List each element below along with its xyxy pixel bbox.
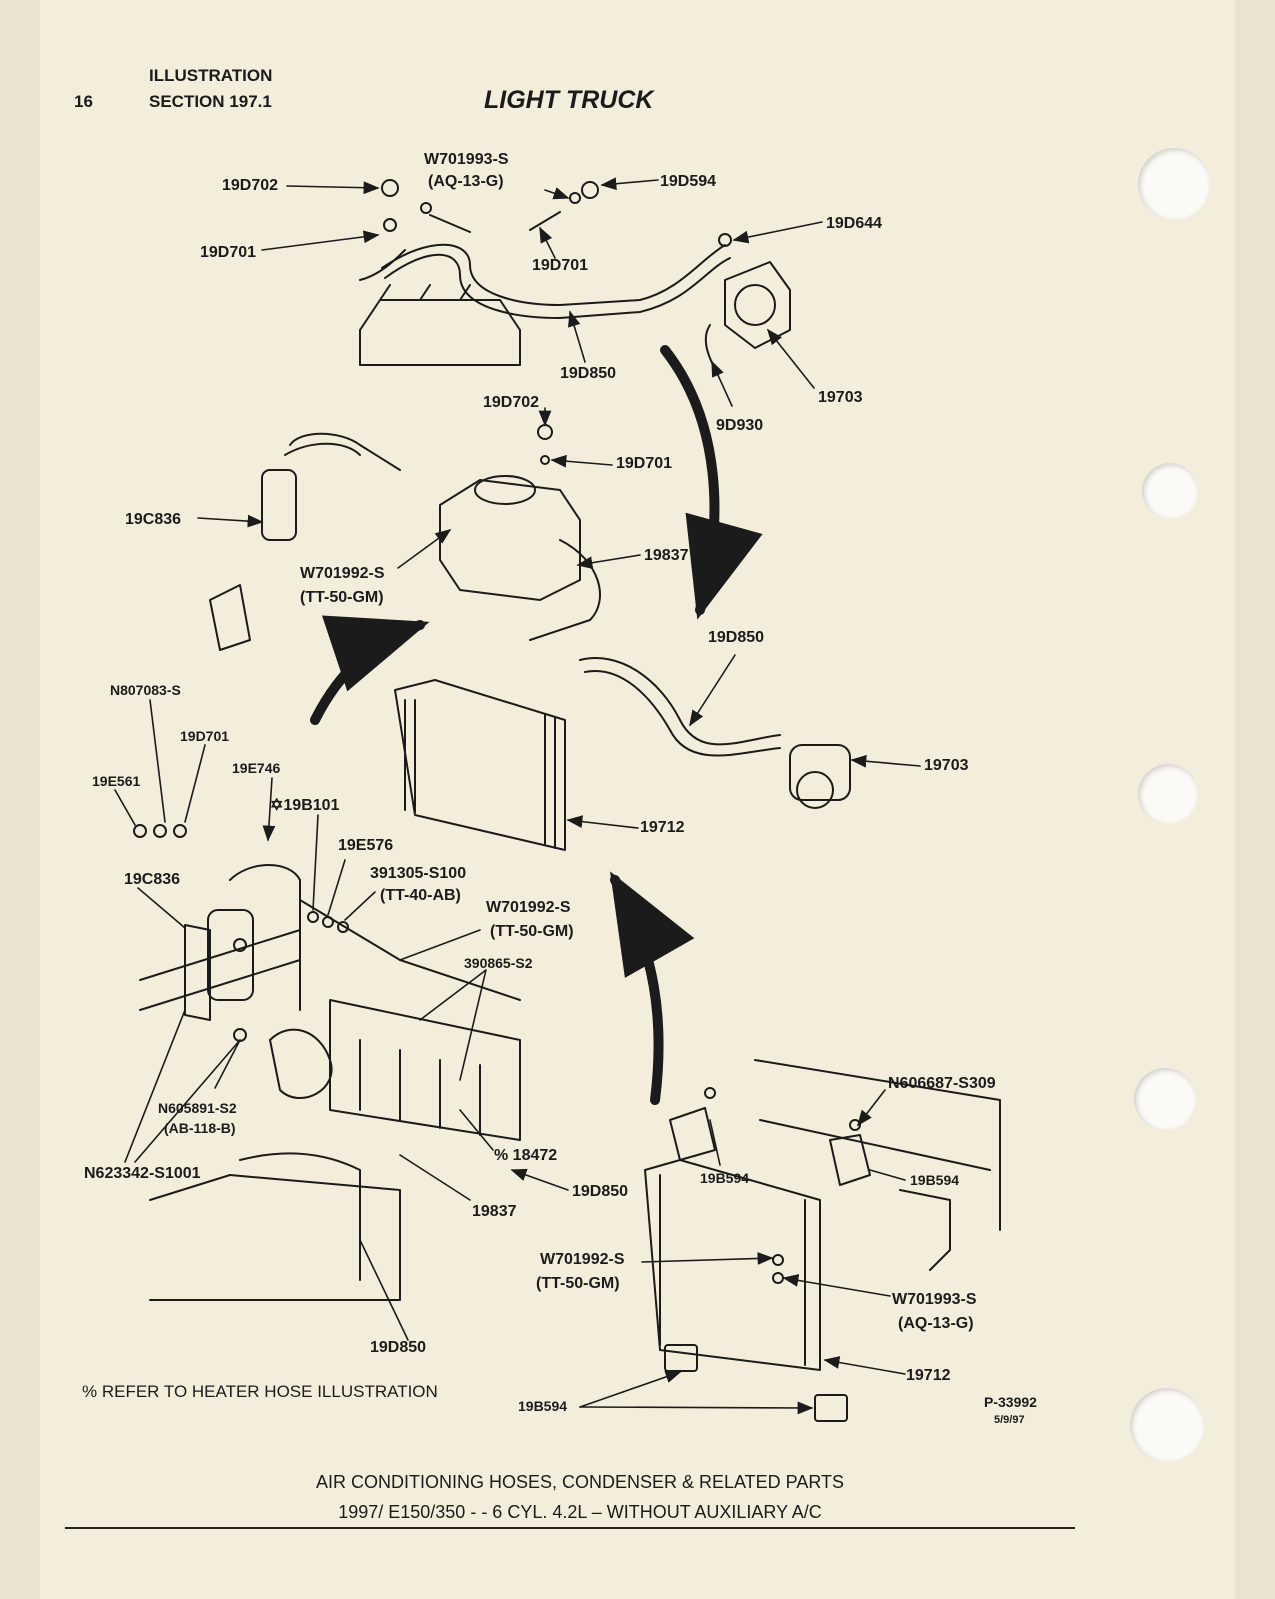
middle-evaporator <box>209 424 601 651</box>
catalog-page <box>40 0 1235 1599</box>
binder-hole <box>1134 1068 1196 1130</box>
page-title: LIGHT TRUCK <box>484 86 654 114</box>
caption-line-2: 1997/ E150/350 - - 6 CYL. 4.2L – WITHOUT… <box>338 1502 822 1522</box>
label-19d850-top: 19D850 <box>560 365 617 382</box>
label-w701992-ll: W701992-S <box>486 899 571 916</box>
label-19b101: ✡19B101 <box>270 797 340 814</box>
label-19d850-mid: 19D850 <box>708 629 765 646</box>
binder-hole <box>1142 463 1198 519</box>
label-19d850-ll-b: 19D850 <box>370 1339 427 1356</box>
label-390865: 390865-S2 <box>464 955 533 971</box>
label-19e576: 19E576 <box>338 837 394 854</box>
middle-compressor <box>789 744 851 809</box>
label-19b594-c: 19B594 <box>518 1398 568 1414</box>
label-19703-top: 19703 <box>818 389 863 406</box>
footnote: % REFER TO HEATER HOSE ILLUSTRATION <box>82 1382 438 1401</box>
label-w701993-lr: W701993-S <box>892 1291 977 1308</box>
lower-right-condenser <box>644 1059 1001 1422</box>
label-aq13g-top: (AQ-13-G) <box>428 173 504 190</box>
label-w701992-lr: W701992-S <box>540 1251 625 1268</box>
label-19d702-top: 19D702 <box>222 177 279 194</box>
top-compressor <box>704 261 791 376</box>
label-19c836-ll: 19C836 <box>124 871 181 888</box>
bottom-rule <box>65 1527 1075 1529</box>
label-n605891: N605891-S2 <box>158 1100 237 1116</box>
label-391305: 391305-S100 <box>370 865 467 882</box>
label-19d594-top: 19D594 <box>660 173 717 190</box>
label-tt50gm-mid: (TT-50-GM) <box>300 589 384 606</box>
label-19d701-top-mid: 19D701 <box>532 257 589 274</box>
label-ab118b: (AB-118-B) <box>164 1120 236 1136</box>
label-tt50gm-ll: (TT-50-GM) <box>490 923 574 940</box>
header-illustration: ILLUSTRATION <box>149 66 273 85</box>
label-tt50gm-lr: (TT-50-GM) <box>536 1275 620 1292</box>
label-19e746: 19E746 <box>232 760 281 776</box>
label-19d701-top-left: 19D701 <box>200 244 257 261</box>
label-w701992-mid: W701992-S <box>300 565 385 582</box>
label-19d701-mid: 19D701 <box>616 455 673 472</box>
top-hose-assembly <box>359 179 732 366</box>
page-number: 16 <box>74 92 93 111</box>
label-19712-lr: 19712 <box>906 1367 951 1384</box>
leader-lines <box>114 177 921 1415</box>
label-tt40ab: (TT-40-AB) <box>380 887 461 904</box>
label-n623342: N623342-S1001 <box>84 1165 201 1182</box>
label-19703-mid: 19703 <box>924 757 969 774</box>
label-19d702-mid: 19D702 <box>483 394 540 411</box>
label-n606687: N606687-S309 <box>888 1075 996 1092</box>
label-19e561: 19E561 <box>92 773 141 789</box>
label-n807083: N807083-S <box>110 682 181 698</box>
binder-hole <box>1138 148 1210 220</box>
label-19c836-mid: 19C836 <box>125 511 182 528</box>
label-19b594-a: 19B594 <box>700 1170 750 1186</box>
label-19712-mid: 19712 <box>640 819 685 836</box>
ref-number: P-33992 <box>984 1394 1037 1410</box>
label-19837-ll: 19837 <box>472 1203 517 1220</box>
label-19b594-b: 19B594 <box>910 1172 960 1188</box>
middle-condenser <box>394 657 781 851</box>
label-19d644-top: 19D644 <box>826 215 883 232</box>
label-aq13g-lr: (AQ-13-G) <box>898 1315 974 1332</box>
label-w701993-top: W701993-S <box>424 151 509 168</box>
label-19837-mid: 19837 <box>644 547 689 564</box>
label-18472: % 18472 <box>494 1147 558 1164</box>
caption-line-1: AIR CONDITIONING HOSES, CONDENSER & RELA… <box>315 1472 845 1492</box>
binder-hole <box>1130 1388 1204 1462</box>
label-19d850-ll-a: 19D850 <box>572 1183 629 1200</box>
label-9d930-top: 9D930 <box>716 417 764 434</box>
binder-hole <box>1138 764 1198 824</box>
label-19d701-ll: 19D701 <box>180 728 230 744</box>
lower-left-assembly <box>133 824 521 1301</box>
header-section: SECTION 197.1 <box>149 92 272 111</box>
ref-date: 5/9/97 <box>994 1414 1025 1426</box>
